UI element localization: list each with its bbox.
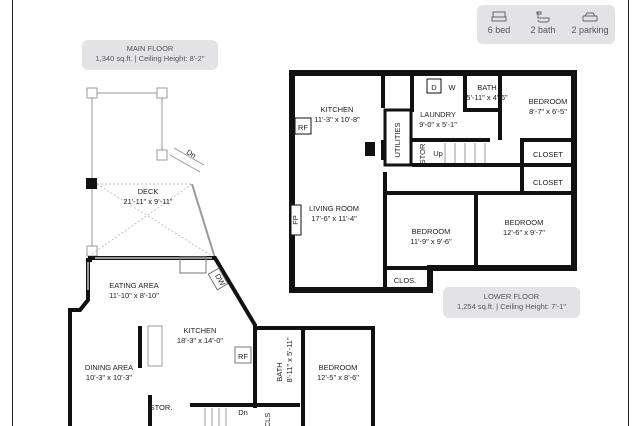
room-dims: 8'-7" x 6'-5": [529, 107, 567, 116]
room-name: KITCHEN: [184, 326, 217, 335]
room-name: BATH: [275, 362, 284, 381]
stairs-down: [204, 408, 227, 426]
room-dims: 5'-11" x 4'-6": [466, 93, 508, 102]
refrigerator: [234, 346, 252, 364]
main-floor-title: MAIN FLOOR: [126, 44, 174, 53]
deck-column: [86, 178, 97, 189]
column: [365, 142, 375, 156]
car-icon: [582, 12, 598, 22]
lower-floor-labels: KITCHEN 11'-3" x 10'-8" LIVING ROOM 17'-…: [291, 83, 567, 285]
room-dims: 10'-3" x 10'-3": [86, 373, 132, 382]
lower-floor-plan: [289, 70, 577, 293]
deck-post: [156, 149, 168, 161]
room-dims: 18'-3" x 14'-0": [177, 336, 223, 345]
deck-post: [86, 245, 98, 257]
closet-label: CLOSET: [533, 150, 563, 159]
eating-window: [87, 257, 212, 290]
lower-floor-label: LOWER FLOOR 1,254 sq.ft. | Ceiling Heigh…: [443, 287, 580, 318]
utilities-label: UTILITIES: [393, 122, 402, 157]
main-floor-label: MAIN FLOOR 1,340 sq.ft. | Ceiling Height…: [82, 40, 218, 70]
fireplace: [290, 204, 302, 236]
deck-stairs-label: Dn: [185, 148, 198, 161]
main-floor-plan: [68, 87, 375, 426]
room-name: BEDROOM: [505, 218, 544, 227]
wall: [383, 193, 478, 270]
storage-label: STOR.: [150, 403, 173, 412]
room-dims: 12'-6" x 9'-7": [503, 228, 545, 237]
refrigerator: [294, 117, 312, 135]
room-name: LAUNDRY: [420, 110, 456, 119]
wall: [410, 73, 520, 167]
dishwasher: [207, 267, 229, 291]
room-name: EATING AREA: [109, 281, 158, 290]
room-name: BEDROOM: [319, 363, 358, 372]
deck-post: [156, 87, 168, 99]
washer-label: W: [448, 83, 456, 92]
left-border: [12, 0, 13, 426]
closet-label: CLS: [263, 413, 272, 426]
right-border: [628, 0, 629, 426]
deck-railing: [91, 92, 163, 258]
stats-panel: 6 bed 2 bath 2 parking: [477, 5, 615, 44]
stairs-up-label: Up: [433, 149, 443, 158]
room-dims: 17'-6" x 11'-4": [311, 214, 357, 223]
room-dims: 9'-0" x 5'-1": [419, 120, 457, 129]
stairs-down-label: Dn: [238, 408, 248, 417]
deck-post: [86, 87, 98, 99]
island: [147, 325, 163, 367]
stat-bed: 6 bed: [479, 11, 519, 35]
lower-floor-details: 1,254 sq.ft. | Ceiling Height: 7'-1": [456, 302, 567, 311]
deck-diagonals: [91, 183, 216, 259]
bed-icon: [491, 11, 507, 22]
utilities-room: [383, 108, 413, 167]
room-name: KITCHEN: [321, 105, 354, 114]
room-name: BATH: [477, 83, 496, 92]
room-name: LIVING ROOM: [309, 204, 359, 213]
room-dims: 11'-3" x 10'-8": [314, 115, 360, 124]
room-name: DECK: [138, 187, 159, 196]
room-dims: 11'-9" x 9'-6": [410, 237, 452, 246]
storage-label: STOR: [418, 143, 427, 164]
stat-bath-label: 2 bath: [530, 25, 556, 35]
wall-window: [191, 183, 216, 259]
dryer: [426, 78, 442, 94]
refrigerator-label: RF: [238, 352, 248, 361]
closet-label: CLOSET: [533, 178, 563, 187]
fireplace-label: FP: [291, 215, 300, 225]
room-dims: 12'-5" x 8'-6": [317, 373, 359, 382]
wall: [138, 326, 375, 426]
room-name: BEDROOM: [412, 227, 451, 236]
stairs-up: [444, 143, 486, 163]
deck-stairs: [169, 147, 205, 173]
sink: [179, 256, 207, 274]
room-name: BEDROOM: [529, 97, 568, 106]
room-name: DINING AREA: [85, 363, 133, 372]
main-floor-details: 1,340 sq.ft. | Ceiling Height: 8'-2": [95, 54, 205, 63]
main-floor-labels: DECK 21'-11" x 9'-11" EATING AREA 11'-10…: [85, 148, 359, 426]
dryer-label: D: [431, 83, 437, 92]
stat-bed-label: 6 bed: [487, 25, 511, 35]
refrigerator-label: RF: [298, 123, 308, 132]
wall: [383, 138, 574, 195]
room-dims: 21'-11" x 9'-11": [123, 197, 173, 206]
room-dims: 11'-10" x 8'-10": [109, 291, 159, 300]
stat-parking: 2 parking: [567, 11, 613, 35]
room-dims: 8'-11" x 5'-11": [285, 337, 294, 382]
closet-label: CLOS.: [394, 276, 417, 285]
lower-floor-title: LOWER FLOOR: [483, 292, 540, 301]
bathtub-icon: [536, 11, 550, 23]
stat-parking-label: 2 parking: [571, 25, 609, 35]
stat-bath: 2 bath: [523, 11, 563, 35]
